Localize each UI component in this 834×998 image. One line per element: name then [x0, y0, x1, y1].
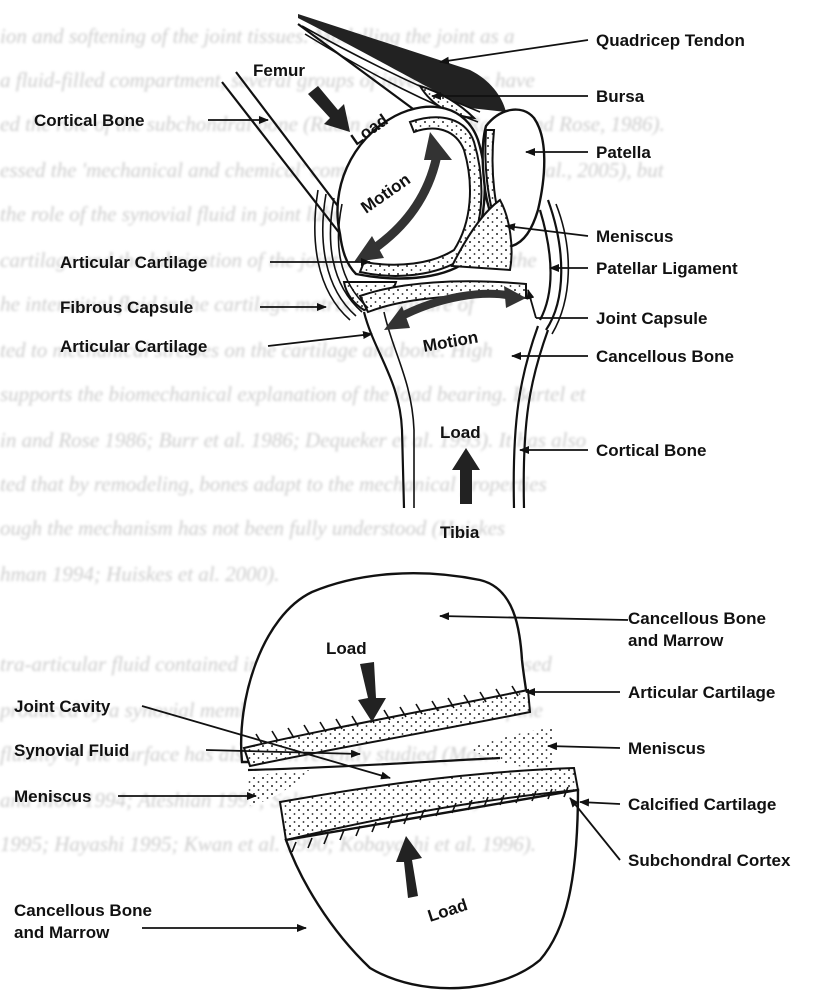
meniscus-right-label: Meniscus	[628, 739, 705, 758]
patellar-ligament	[540, 210, 551, 320]
joint-cavity-line	[248, 758, 500, 770]
meniscus-left-label: Meniscus	[14, 787, 91, 806]
joint-section-bottom-diagram: Load Load Cancellous Bone and Marrow Art…	[14, 573, 791, 988]
quadricep-tendon-leader	[440, 40, 588, 62]
load-arrow-femur	[308, 86, 350, 132]
calcified-cartilage-leader	[580, 802, 620, 804]
tibia-left-cortex	[364, 312, 404, 508]
meniscus-right-shape	[470, 728, 552, 770]
quadricep-tendon-label: Quadricep Tendon	[596, 31, 745, 50]
knee-joint-top-diagram: Femur Load Motion Motion Load Tibia Quad…	[34, 14, 745, 542]
load-arrow-tibia	[452, 448, 480, 504]
quadricep-tendon-shape	[298, 14, 506, 112]
articular-cartilage-upper-label: Articular Cartilage	[60, 253, 207, 272]
cancellous-marrow-left-label-1: Cancellous Bone	[14, 901, 152, 920]
meniscus-label: Meniscus	[596, 227, 673, 246]
articular-cartilage-lower-label: Articular Cartilage	[60, 337, 207, 356]
load-label-tibia: Load	[440, 423, 481, 442]
synovial-fluid-label: Synovial Fluid	[14, 741, 129, 760]
patellar-ligament-label: Patellar Ligament	[596, 259, 738, 278]
motion-label-lower: Motion	[421, 328, 479, 356]
tibia-label: Tibia	[440, 523, 480, 542]
load-label-lower-section: Load	[425, 895, 469, 926]
joint-capsule-line	[546, 200, 561, 330]
load-label-upper-section: Load	[326, 639, 367, 658]
fibrous-capsule-label: Fibrous Capsule	[60, 298, 193, 317]
articular-cartilage-lower-leader	[268, 334, 372, 346]
calcified-cartilage-label: Calcified Cartilage	[628, 795, 776, 814]
joint-capsule-label: Joint Capsule	[596, 309, 707, 328]
cancellous-marrow-right-label-1: Cancellous Bone	[628, 609, 766, 628]
bursa-label: Bursa	[596, 87, 645, 106]
subchondral-cortex-label: Subchondral Cortex	[628, 851, 791, 870]
femur-label: Femur	[253, 61, 305, 80]
meniscus-right-leader	[548, 746, 620, 748]
cortical-bone-right-label: Cortical Bone	[596, 441, 707, 460]
load-arrow-lower	[396, 836, 422, 898]
joint-cavity-label: Joint Cavity	[14, 697, 111, 716]
lower-articular-cartilage	[280, 768, 578, 840]
joint-capsule-leader-bend	[528, 290, 536, 318]
cancellous-marrow-right-label-2: and Marrow	[628, 631, 724, 650]
cortical-bone-left-label: Cortical Bone	[34, 111, 145, 130]
cancellous-marrow-left-label-2: and Marrow	[14, 923, 110, 942]
cancellous-bone-label: Cancellous Bone	[596, 347, 734, 366]
patella-label: Patella	[596, 143, 651, 162]
articular-cartilage-bottom-label: Articular Cartilage	[628, 683, 775, 702]
